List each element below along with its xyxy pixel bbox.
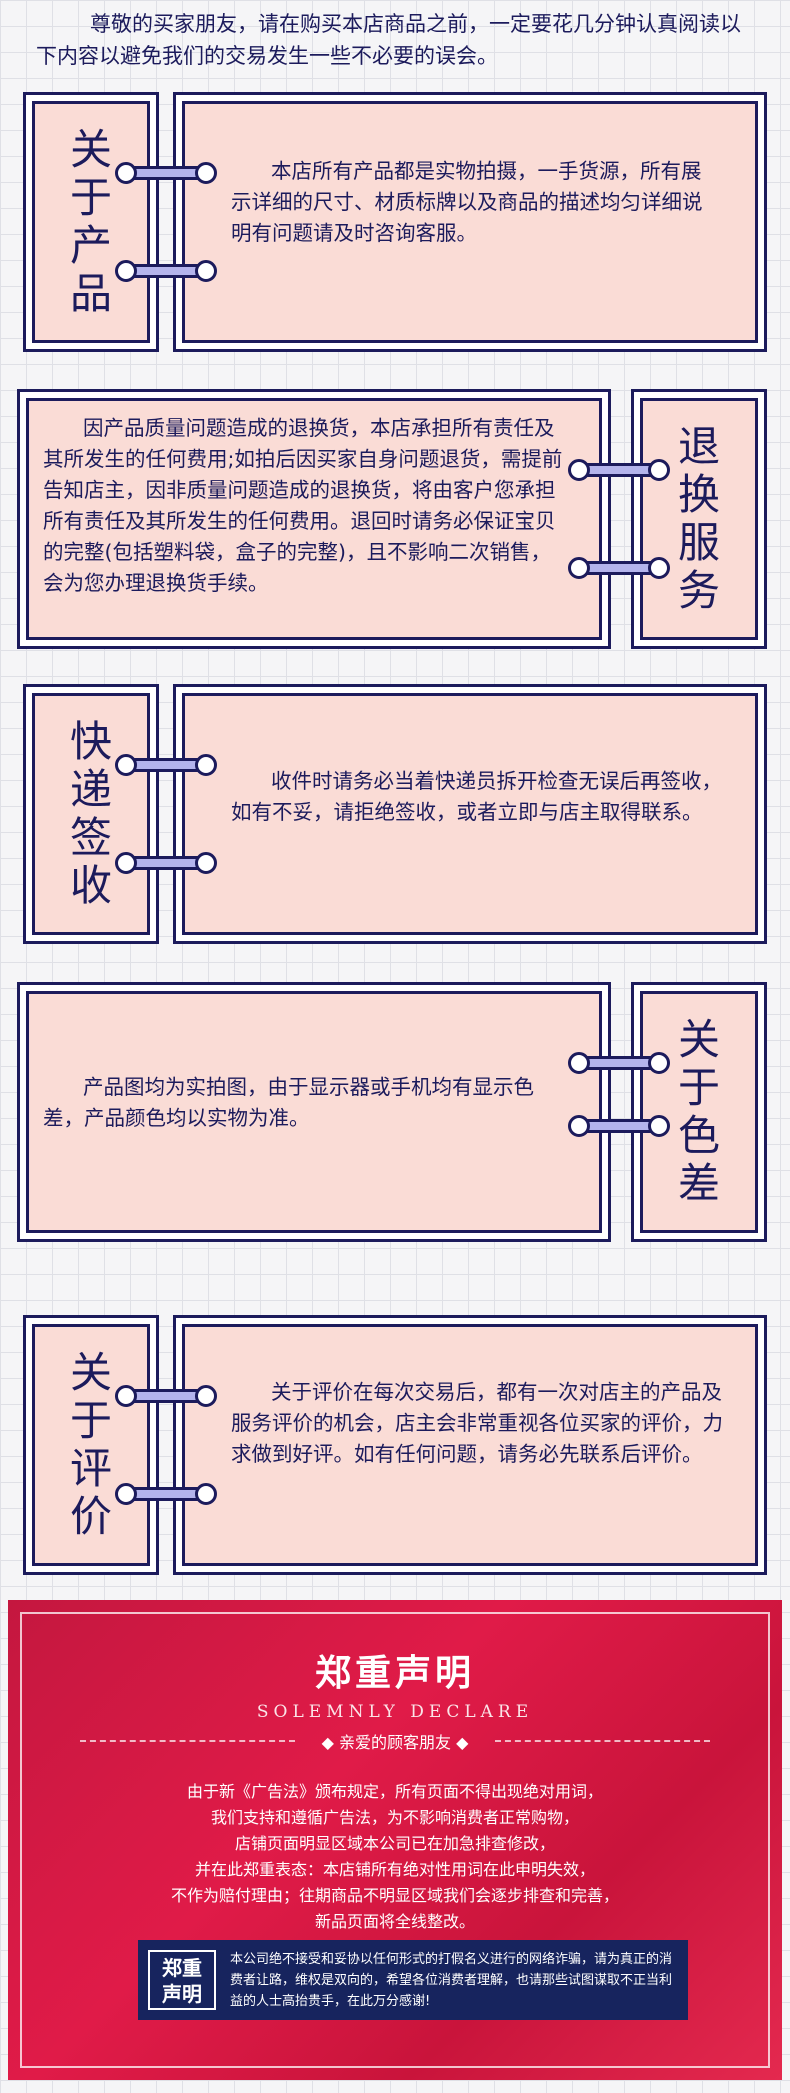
section-body-text: 因产品质量问题造成的退换货，本店承担所有责任及其所发生的任何费用;如拍后因买家自… [43,416,563,595]
declaration-body: 由于新《广告法》颁布规定，所有页面不得出现绝对用词， 我们支持和遵循广告法，为不… [170,1782,619,1931]
section-title-panel: 快递签收 [32,693,150,935]
section-color-difference: 产品图均为实拍图，由于显示器或手机均有显示色差，产品颜色均以实物为准。 关于色差 [20,985,770,1240]
section-body-panel: 因产品质量问题造成的退换货，本店承担所有责任及其所发生的任何费用;如拍后因买家自… [26,398,602,640]
section-body-panel: 收件时请务必当着快递员拆开检查无误后再签收，如有不妥，请拒绝签收，或者立即与店主… [182,693,758,935]
section-body-panel: 产品图均为实拍图，由于显示器或手机均有显示色差，产品颜色均以实物为准。 [26,991,602,1233]
divider [495,1740,710,1742]
section-reviews: 关于评价 关于评价在每次交易后，都有一次对店主的产品及服务评价的机会，店主会非常… [20,1318,770,1573]
section-body-text: 关于评价在每次交易后，都有一次对店主的产品及服务评价的机会，店主会非常重视各位买… [231,1380,723,1466]
binder-ring-icon [115,754,217,776]
binder-ring-icon [115,260,217,282]
declaration-frame: 郑重声明 SOLEMNLY DECLARE ◆ 亲爱的顾客朋友 ◆ 由于新《广告… [20,1612,770,2068]
declaration-notice-text: 本公司绝不接受和妥协以任何形式的打假名义进行的网络诈骗，请为真正的消费者让路，维… [230,1952,673,2009]
section-returns: 因产品质量问题造成的退换货，本店承担所有责任及其所发生的任何费用;如拍后因买家自… [20,392,770,647]
declaration-subtitle: SOLEMNLY DECLARE [256,1702,534,1722]
declaration-notice-box: 郑重 声明 本公司绝不接受和妥协以任何形式的打假名义进行的网络诈骗，请为真正的消… [138,1940,688,2020]
binder-ring-icon [568,1052,670,1074]
declaration-title: 郑重声明 [314,1653,475,1694]
section-body-panel: 本店所有产品都是实物拍摄，一手货源，所有展示详细的尺寸、材质标牌以及商品的描述均… [182,101,758,343]
declaration-panel: 郑重声明 SOLEMNLY DECLARE ◆ 亲爱的顾客朋友 ◆ 由于新《广告… [8,1600,782,2080]
binder-ring-icon [115,852,217,874]
binder-ring-icon [115,1385,217,1407]
binder-ring-icon [568,1115,670,1137]
section-title-panel: 关于产品 [32,101,150,343]
section-title-panel: 关于色差 [640,991,758,1233]
section-title: 快递签收 [69,717,112,910]
section-title-panel: 关于评价 [32,1324,150,1566]
section-title: 关于色差 [677,1015,720,1208]
section-delivery-signing: 快递签收 收件时请务必当着快递员拆开检查无误后再签收，如有不妥，请拒绝签收，或者… [20,687,770,942]
section-title: 关于产品 [69,125,112,318]
section-title: 关于评价 [69,1348,112,1541]
divider [80,1740,295,1742]
binder-ring-icon [568,557,670,579]
section-title: 退换服务 [677,422,720,615]
declaration-seal: 郑重 声明 [148,1950,216,2010]
section-title-panel: 退换服务 [640,398,758,640]
binder-ring-icon [115,162,217,184]
section-body-panel: 关于评价在每次交易后，都有一次对店主的产品及服务评价的机会，店主会非常重视各位买… [182,1324,758,1566]
section-body-text: 产品图均为实拍图，由于显示器或手机均有显示色差，产品颜色均以实物为准。 [43,1075,534,1130]
section-about-product: 关于产品 本店所有产品都是实物拍摄，一手货源，所有展示详细的尺寸、材质标牌以及商… [20,95,770,350]
section-body-text: 本店所有产品都是实物拍摄，一手货源，所有展示详细的尺寸、材质标牌以及商品的描述均… [231,159,703,245]
binder-ring-icon [115,1483,217,1505]
section-body-text: 收件时请务必当着快递员拆开检查无误后再签收，如有不妥，请拒绝签收，或者立即与店主… [231,769,722,824]
binder-ring-icon [568,459,670,481]
declaration-greeting: ◆ 亲爱的顾客朋友 ◆ [321,1733,469,1752]
intro-text: 尊敬的买家朋友，请在购买本店商品之前，一定要花几分钟认真阅读以下内容以避免我们的… [36,12,741,68]
